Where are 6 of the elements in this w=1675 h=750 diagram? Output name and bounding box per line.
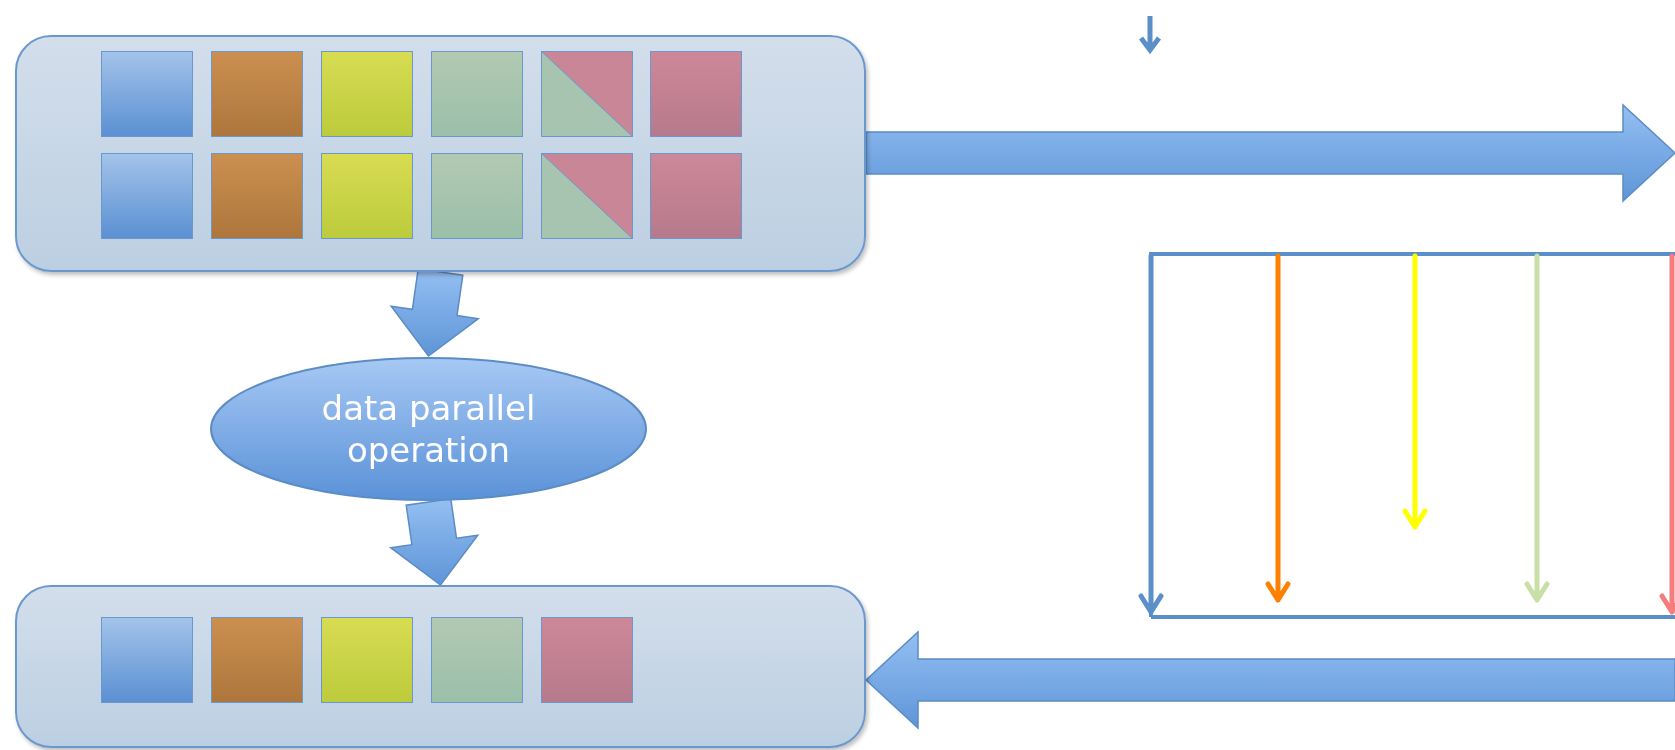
block-arrow <box>864 630 1675 730</box>
operation-ellipse <box>209 356 648 502</box>
block-arrow <box>865 103 1675 203</box>
operation-label: data parallel operation <box>320 387 537 471</box>
result-panel <box>15 585 866 748</box>
data-panel <box>15 35 866 272</box>
